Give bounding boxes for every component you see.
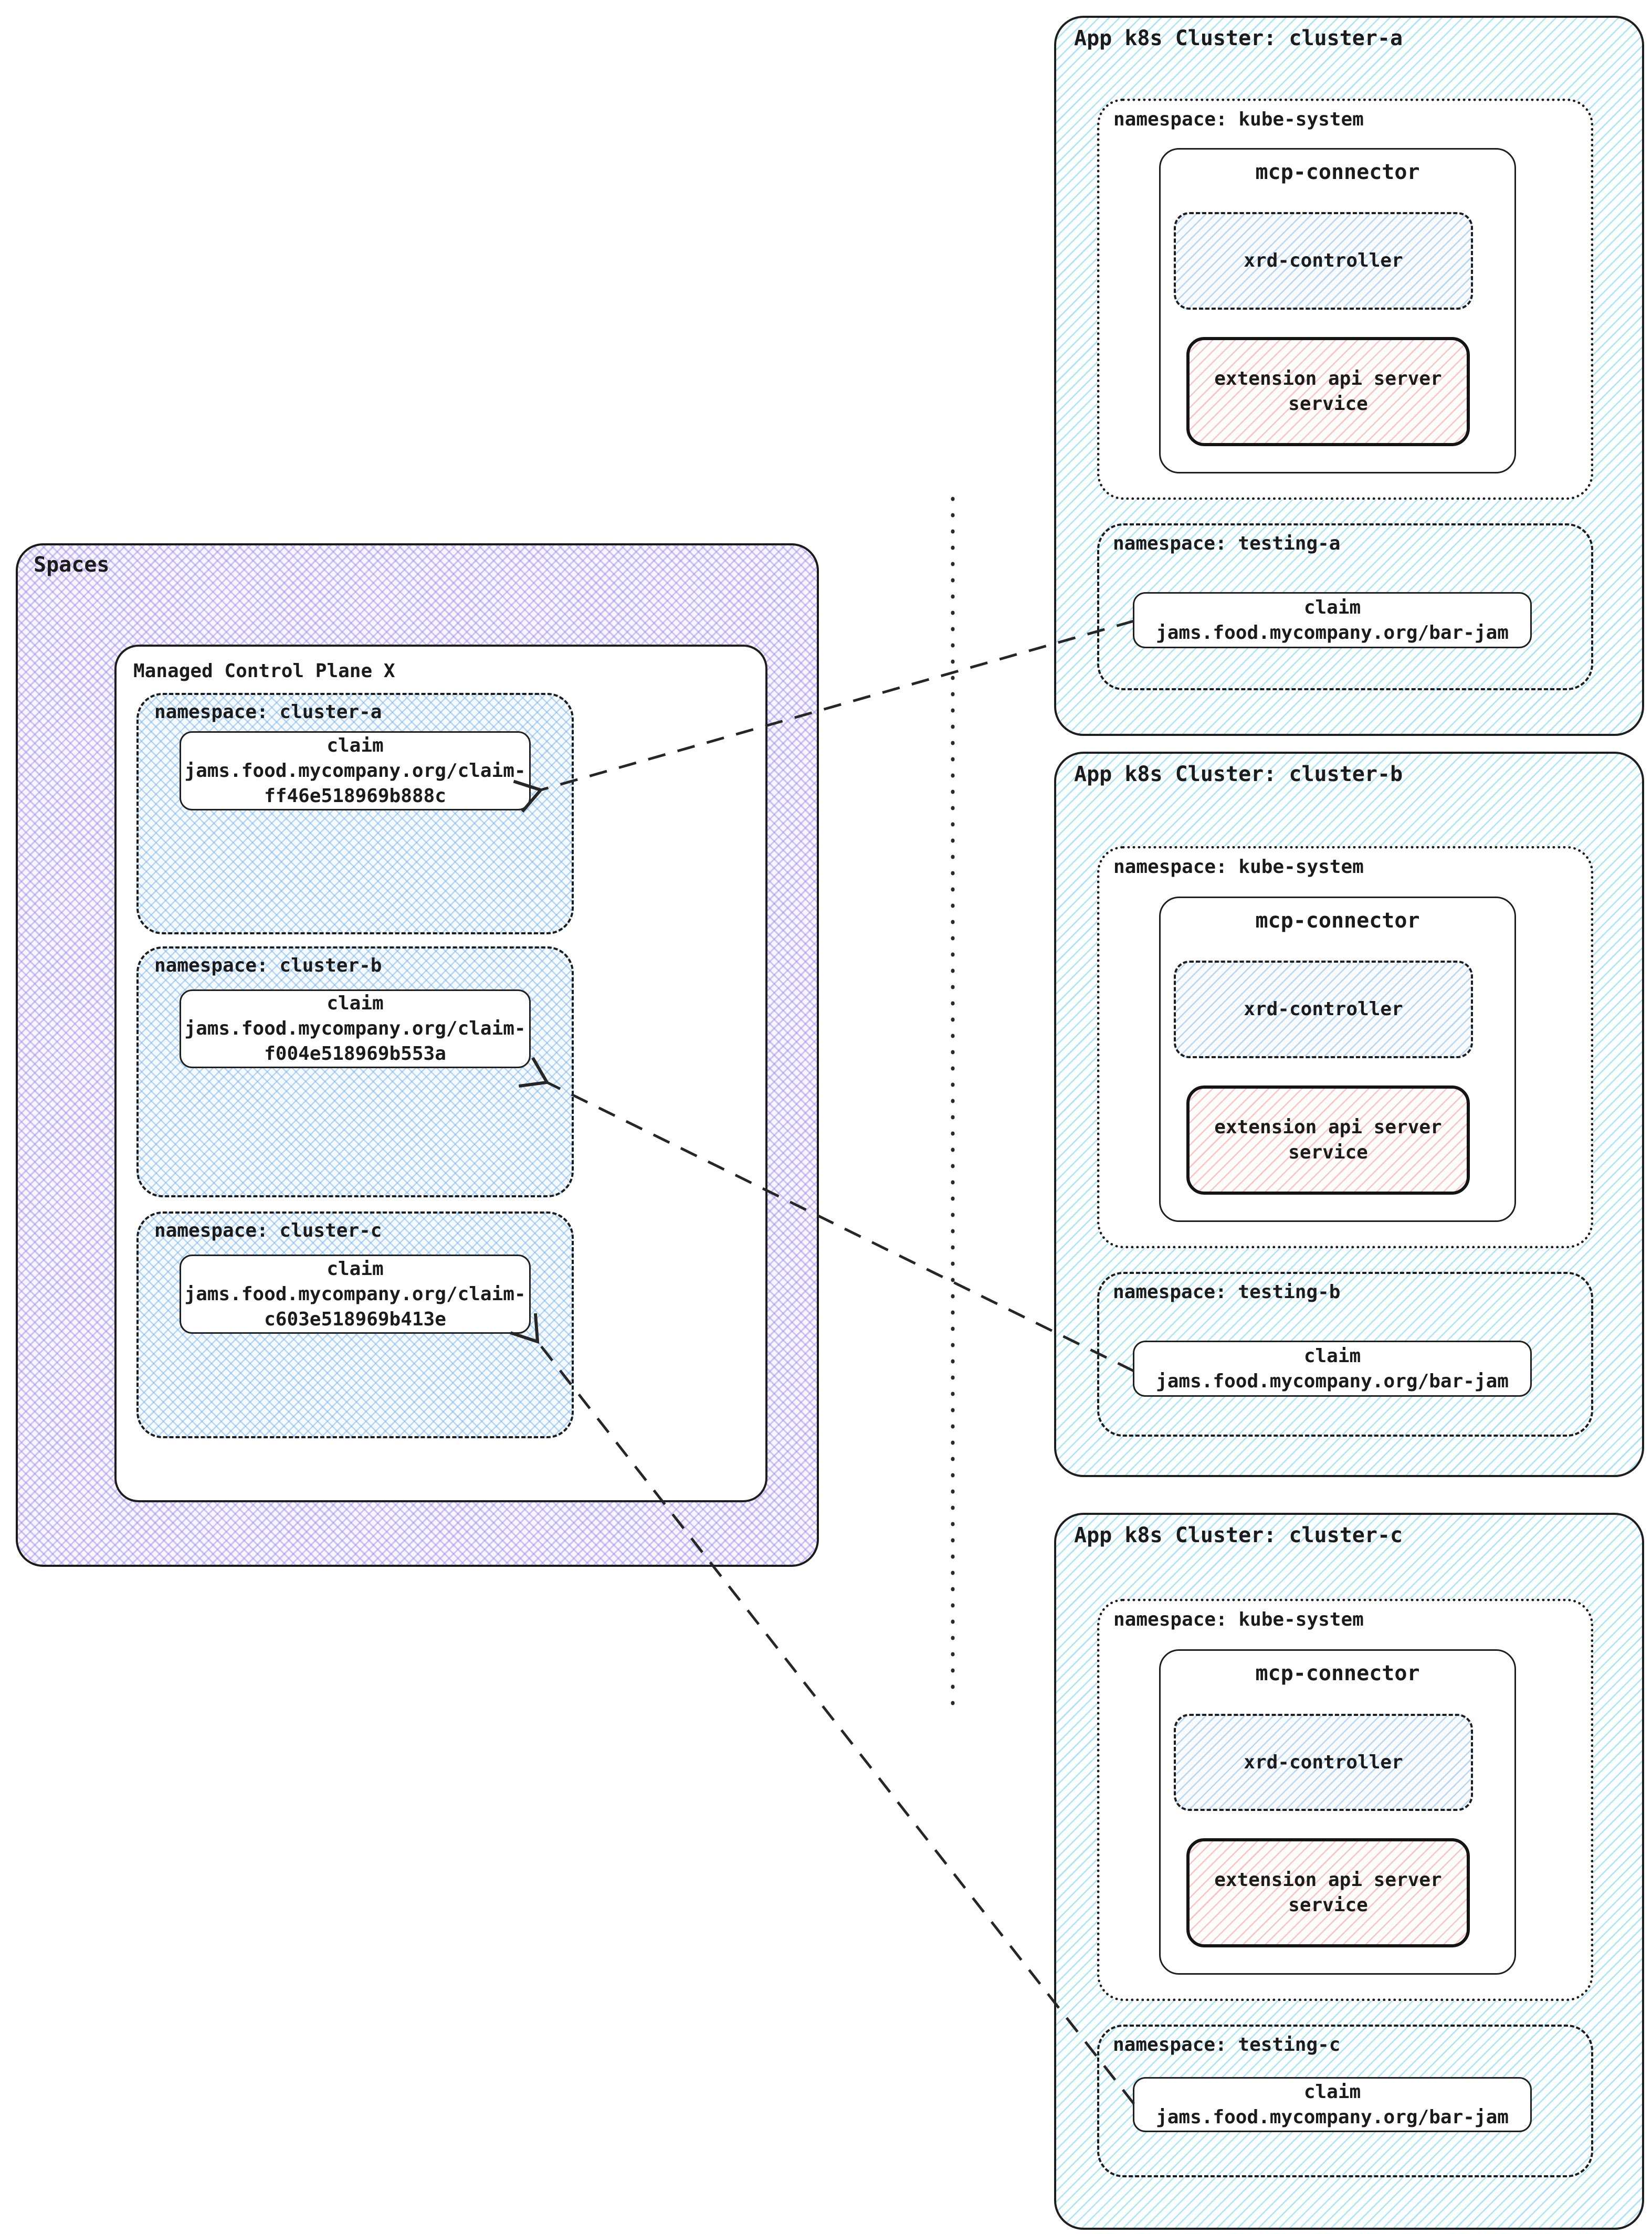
testing-namespace-label: namespace: testing-c — [1113, 2034, 1341, 2056]
claim-title: claim — [327, 734, 384, 756]
claim-title: claim — [1303, 1345, 1361, 1367]
spaces-label: Spaces — [34, 553, 110, 577]
claim-line: jams.food.mycompany.org/bar-jam — [1156, 621, 1509, 644]
claim-line: jams.food.mycompany.org/claim- — [184, 760, 526, 782]
testing-namespace-label: namespace: testing-b — [1113, 1281, 1341, 1303]
ext-api-line: service — [1288, 1142, 1368, 1163]
testing-namespace-label: namespace: testing-a — [1113, 533, 1341, 554]
mcp-connector-title: mcp-connector — [1255, 909, 1420, 933]
ext-api-line: service — [1288, 393, 1368, 415]
cluster-c-namespace-testing: namespace: testing-c — [1097, 2025, 1593, 2177]
kube-system-label: namespace: kube-system — [1113, 856, 1364, 878]
mcp-connector-title: mcp-connector — [1255, 160, 1420, 184]
cluster-b-extension-api-server-service: extension api server service — [1186, 1086, 1470, 1195]
kube-system-label: namespace: kube-system — [1113, 1609, 1364, 1630]
ext-api-line: service — [1288, 1894, 1368, 1916]
mcp-namespace-cluster-c-label: namespace: cluster-c — [154, 1220, 382, 1241]
claim-line: jams.food.mycompany.org/bar-jam — [1156, 2106, 1509, 2128]
ext-api-line: extension api server — [1214, 1116, 1442, 1138]
cluster-c-title: App k8s Cluster: cluster-c — [1074, 1523, 1403, 1547]
xrd-controller-label: xrd-controller — [1244, 1751, 1403, 1773]
cluster-a-bar-jam-claim: claim jams.food.mycompany.org/bar-jam — [1133, 592, 1532, 648]
claim-line: ff46e518969b888c — [264, 785, 446, 807]
mcp-namespace-cluster-b-label: namespace: cluster-b — [154, 955, 382, 976]
cluster-b-title: App k8s Cluster: cluster-b — [1074, 762, 1403, 786]
xrd-controller-label: xrd-controller — [1244, 250, 1403, 271]
claim-line: jams.food.mycompany.org/claim- — [184, 1018, 526, 1039]
xrd-controller-label: xrd-controller — [1244, 998, 1403, 1020]
cluster-a-xrd-controller: xrd-controller — [1174, 212, 1473, 310]
mcp-namespace-cluster-b: namespace: cluster-b — [136, 946, 574, 1197]
kube-system-label: namespace: kube-system — [1113, 109, 1364, 130]
cluster-c-extension-api-server-service: extension api server service — [1186, 1838, 1470, 1947]
claim-title: claim — [1303, 596, 1361, 618]
managed-control-plane-label: Managed Control Plane X — [133, 660, 395, 682]
mcp-namespace-cluster-a-label: namespace: cluster-a — [154, 701, 382, 723]
cluster-b-xrd-controller: xrd-controller — [1174, 961, 1473, 1058]
claim-line: f004e518969b553a — [264, 1043, 446, 1065]
claim-line: jams.food.mycompany.org/claim- — [184, 1283, 526, 1305]
mcp-claim-cluster-b: claim jams.food.mycompany.org/claim- f00… — [180, 989, 531, 1068]
claim-title: claim — [1303, 2081, 1361, 2103]
claim-title: claim — [327, 993, 384, 1014]
mcp-claim-cluster-c: claim jams.food.mycompany.org/claim- c60… — [180, 1255, 531, 1334]
cluster-b-bar-jam-claim: claim jams.food.mycompany.org/bar-jam — [1133, 1341, 1532, 1397]
cluster-a-namespace-testing: namespace: testing-a — [1097, 523, 1593, 690]
ext-api-line: extension api server — [1214, 1869, 1442, 1891]
claim-line: jams.food.mycompany.org/bar-jam — [1156, 1370, 1509, 1392]
claim-line: c603e518969b413e — [264, 1308, 446, 1330]
cluster-c-xrd-controller: xrd-controller — [1174, 1714, 1473, 1811]
cluster-a-title: App k8s Cluster: cluster-a — [1074, 26, 1403, 50]
mcp-namespace-cluster-a: namespace: cluster-a — [136, 693, 574, 934]
ext-api-line: extension api server — [1214, 368, 1442, 389]
claim-title: claim — [327, 1258, 384, 1280]
cluster-a-extension-api-server-service: extension api server service — [1186, 337, 1470, 446]
mcp-connector-title: mcp-connector — [1255, 1661, 1420, 1685]
cluster-c-bar-jam-claim: claim jams.food.mycompany.org/bar-jam — [1133, 2077, 1532, 2132]
mcp-claim-cluster-a: claim jams.food.mycompany.org/claim- ff4… — [180, 731, 531, 810]
